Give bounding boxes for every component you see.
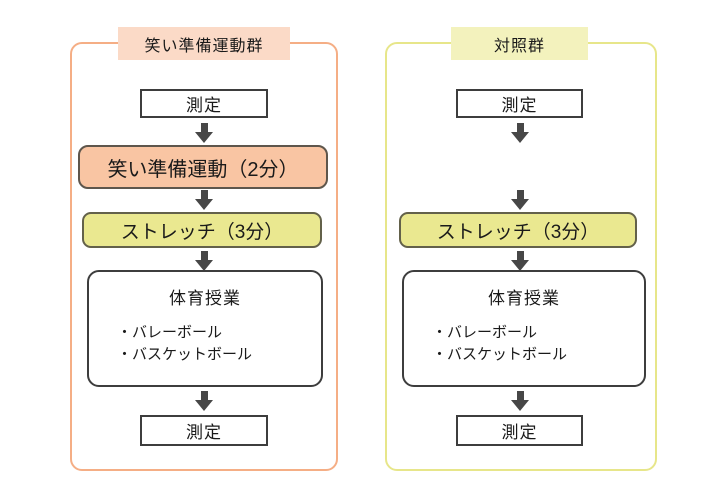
down-arrow-icon xyxy=(511,190,529,210)
control-measure-top-box: 測定 xyxy=(456,89,583,118)
down-arrow-icon xyxy=(511,123,529,143)
pe-class-list: ・バレーボール ・バスケットボール xyxy=(89,322,321,366)
pe-class-list: ・バレーボール ・バスケットボール xyxy=(404,322,644,366)
experimental-group-title: 笑い準備運動群 xyxy=(118,27,290,60)
pe-list-item: ・バレーボール xyxy=(432,324,538,341)
down-arrow-icon xyxy=(195,391,213,411)
down-arrow-icon xyxy=(195,251,213,271)
down-arrow-icon xyxy=(195,123,213,143)
control-stretch-box: ストレッチ（3分） xyxy=(399,212,637,248)
control-measure-bottom-box: 測定 xyxy=(456,415,583,446)
experimental-stretch-box: ストレッチ（3分） xyxy=(82,212,322,248)
experimental-measure-top-box: 測定 xyxy=(140,89,268,118)
laughter-warmup-box: 笑い準備運動（2分） xyxy=(78,145,328,189)
experimental-pe-class-box: 体育授業 ・バレーボール ・バスケットボール xyxy=(87,270,323,387)
down-arrow-icon xyxy=(511,391,529,411)
down-arrow-icon xyxy=(511,251,529,271)
pe-list-item: ・バレーボール xyxy=(117,324,223,341)
control-group-title: 対照群 xyxy=(451,27,588,60)
pe-list-item: ・バスケットボール xyxy=(432,346,568,363)
pe-class-title: 体育授業 xyxy=(169,289,241,308)
down-arrow-icon xyxy=(195,190,213,210)
pe-list-item: ・バスケットボール xyxy=(117,346,253,363)
control-pe-class-box: 体育授業 ・バレーボール ・バスケットボール xyxy=(402,270,646,387)
pe-class-title: 体育授業 xyxy=(488,289,560,308)
experimental-measure-bottom-box: 測定 xyxy=(140,415,268,446)
